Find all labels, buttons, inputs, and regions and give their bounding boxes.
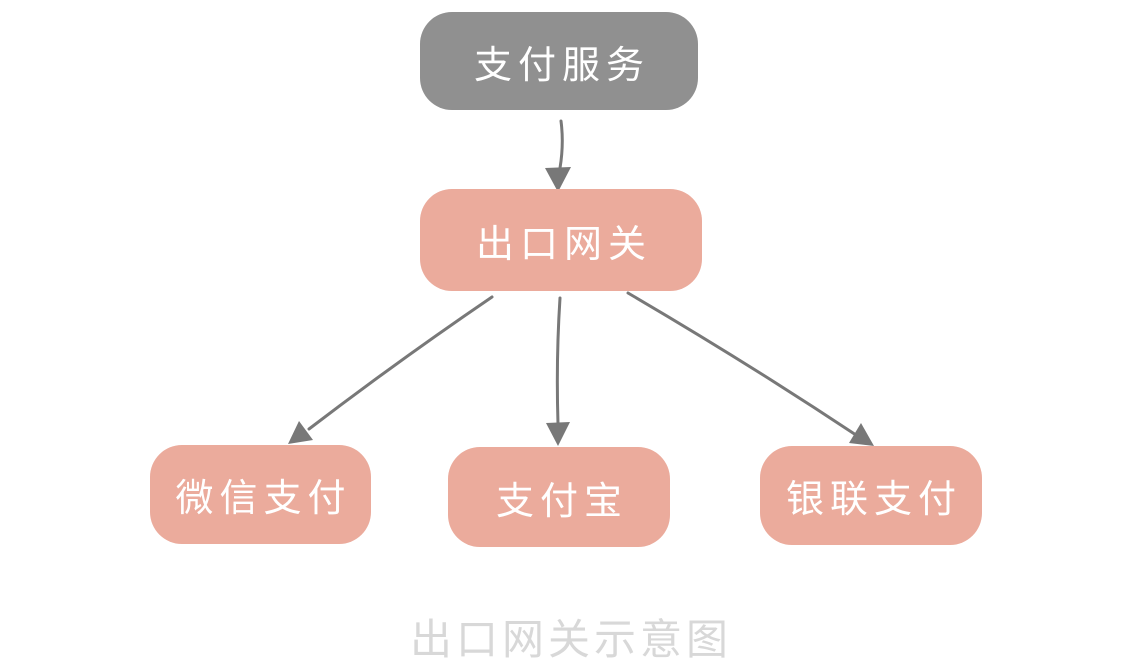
diagram-caption: 出口网关示意图 [409, 616, 732, 662]
node-alipay: 支付宝 [448, 447, 670, 547]
node-unionpay: 银联支付 [760, 446, 982, 545]
arrow-exit-gateway-to-wechat-pay [288, 295, 494, 444]
node-wechat-pay: 微信支付 [150, 445, 371, 544]
arrow-exit-gateway-to-unionpay [626, 291, 874, 446]
arrow-exit-gateway-to-alipay [546, 296, 570, 446]
node-exit-gateway: 出口网关 [420, 189, 702, 291]
node-payment-service: 支付服务 [420, 12, 698, 110]
arrow-payment-service-to-exit-gateway [545, 119, 571, 192]
